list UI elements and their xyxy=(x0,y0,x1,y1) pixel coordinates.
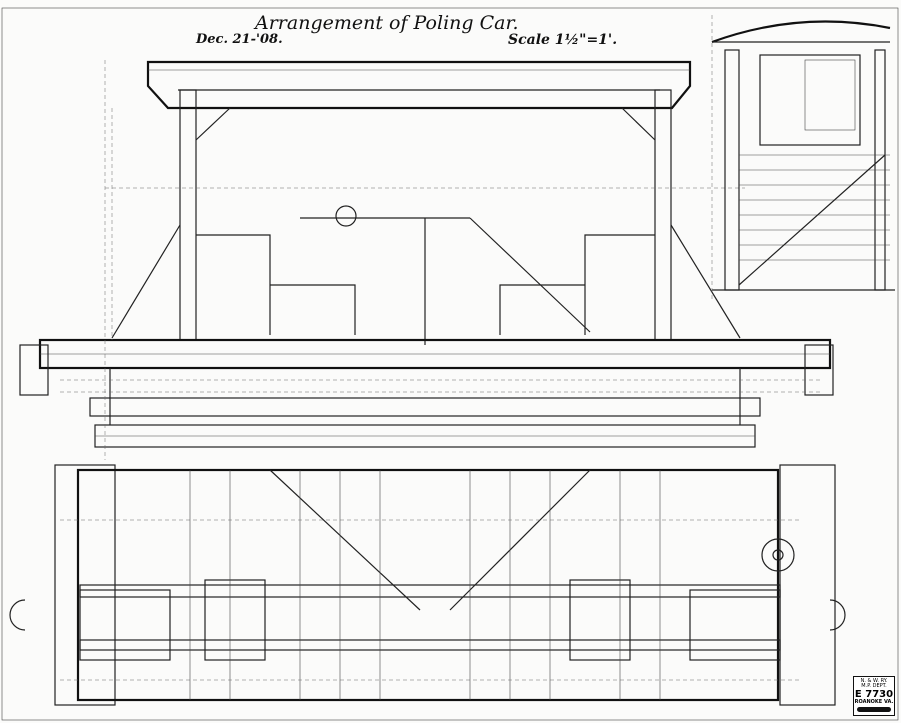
stamp-department: M.P. DEPT. xyxy=(861,683,887,689)
stamp-redaction-bar xyxy=(857,707,891,712)
stamp-location: ROANOKE VA. xyxy=(854,699,894,705)
drawing-title: Arrangement of Poling Car. xyxy=(255,12,519,34)
side-elevation xyxy=(19,60,834,460)
drawing-date: Dec. 21-'08. xyxy=(196,32,283,47)
stamp-railway: N. & W. RY. xyxy=(860,678,888,684)
drawing-scale: Scale 1½"=1'. xyxy=(508,32,618,48)
stamp-drawing-number: E 7730 xyxy=(854,689,894,700)
sheet-border xyxy=(1,7,899,721)
end-elevation xyxy=(711,15,895,300)
plan-view xyxy=(9,464,846,706)
drawing-number-stamp: N. & W. RY. M.P. DEPT. E 7730 ROANOKE VA… xyxy=(853,676,895,716)
